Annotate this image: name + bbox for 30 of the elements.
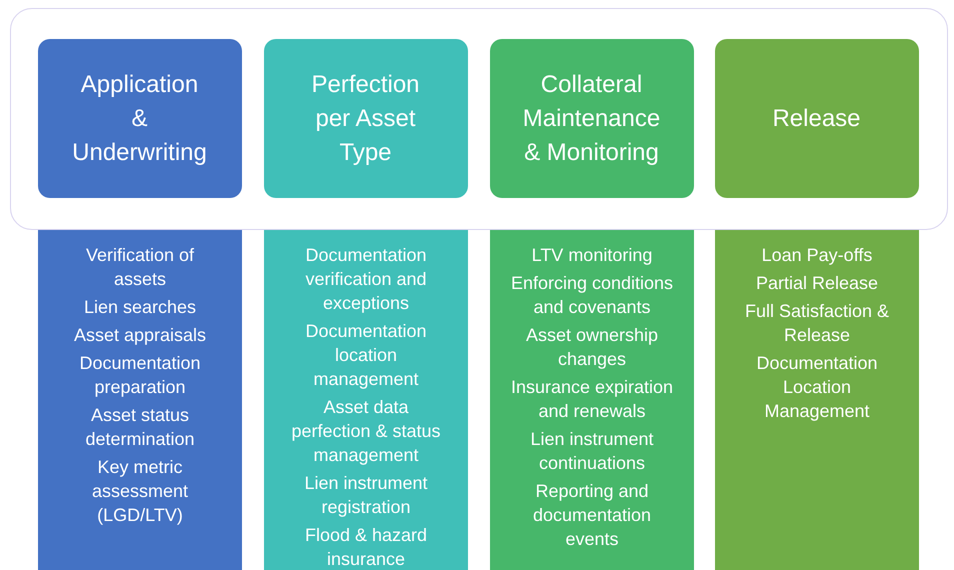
header-band	[10, 8, 948, 230]
list-item: Insurance expiration and renewals	[510, 376, 674, 423]
list-item: Reporting and documentation events	[532, 480, 652, 551]
list-item: Documentation location management	[304, 320, 428, 391]
list-item: Lien instrument continuations	[529, 428, 655, 475]
list-item: Documentation Location Management	[755, 352, 879, 423]
list-item: Asset ownership changes	[524, 324, 660, 371]
list-item: Asset data perfection & status management	[290, 396, 442, 467]
list-item: Documentation preparation	[78, 352, 202, 399]
list-item: LTV monitoring	[530, 244, 654, 267]
list-item: Verification of assets	[84, 244, 196, 291]
stage-card: Perfection per Asset Type	[264, 39, 468, 198]
column-panel	[38, 230, 242, 570]
list-item: Lien searches	[82, 296, 198, 319]
list-item: Enforcing conditions and covenants	[510, 272, 674, 319]
column-panel	[264, 230, 468, 570]
column-panel	[715, 230, 919, 570]
stage-card: Release	[714, 39, 918, 198]
list-item: Key metric assessment (LGD/LTV)	[90, 456, 190, 527]
list-item: Documentation verification and exceptions	[304, 244, 428, 315]
list-item: Loan Pay-offs	[760, 244, 874, 267]
list-item: Partial Release	[754, 272, 880, 295]
column-panel	[490, 230, 694, 570]
stage-card: Application & Underwriting	[38, 39, 242, 198]
list-item: Asset status determination	[84, 404, 196, 451]
list-item: Full Satisfaction & Release	[744, 300, 890, 347]
list-item: Asset appraisals	[72, 324, 208, 347]
list-item: Lien instrument registration	[303, 472, 429, 519]
list-item: Flood & hazard insurance	[304, 524, 428, 570]
stage-card: Collateral Maintenance & Monitoring	[490, 39, 694, 198]
